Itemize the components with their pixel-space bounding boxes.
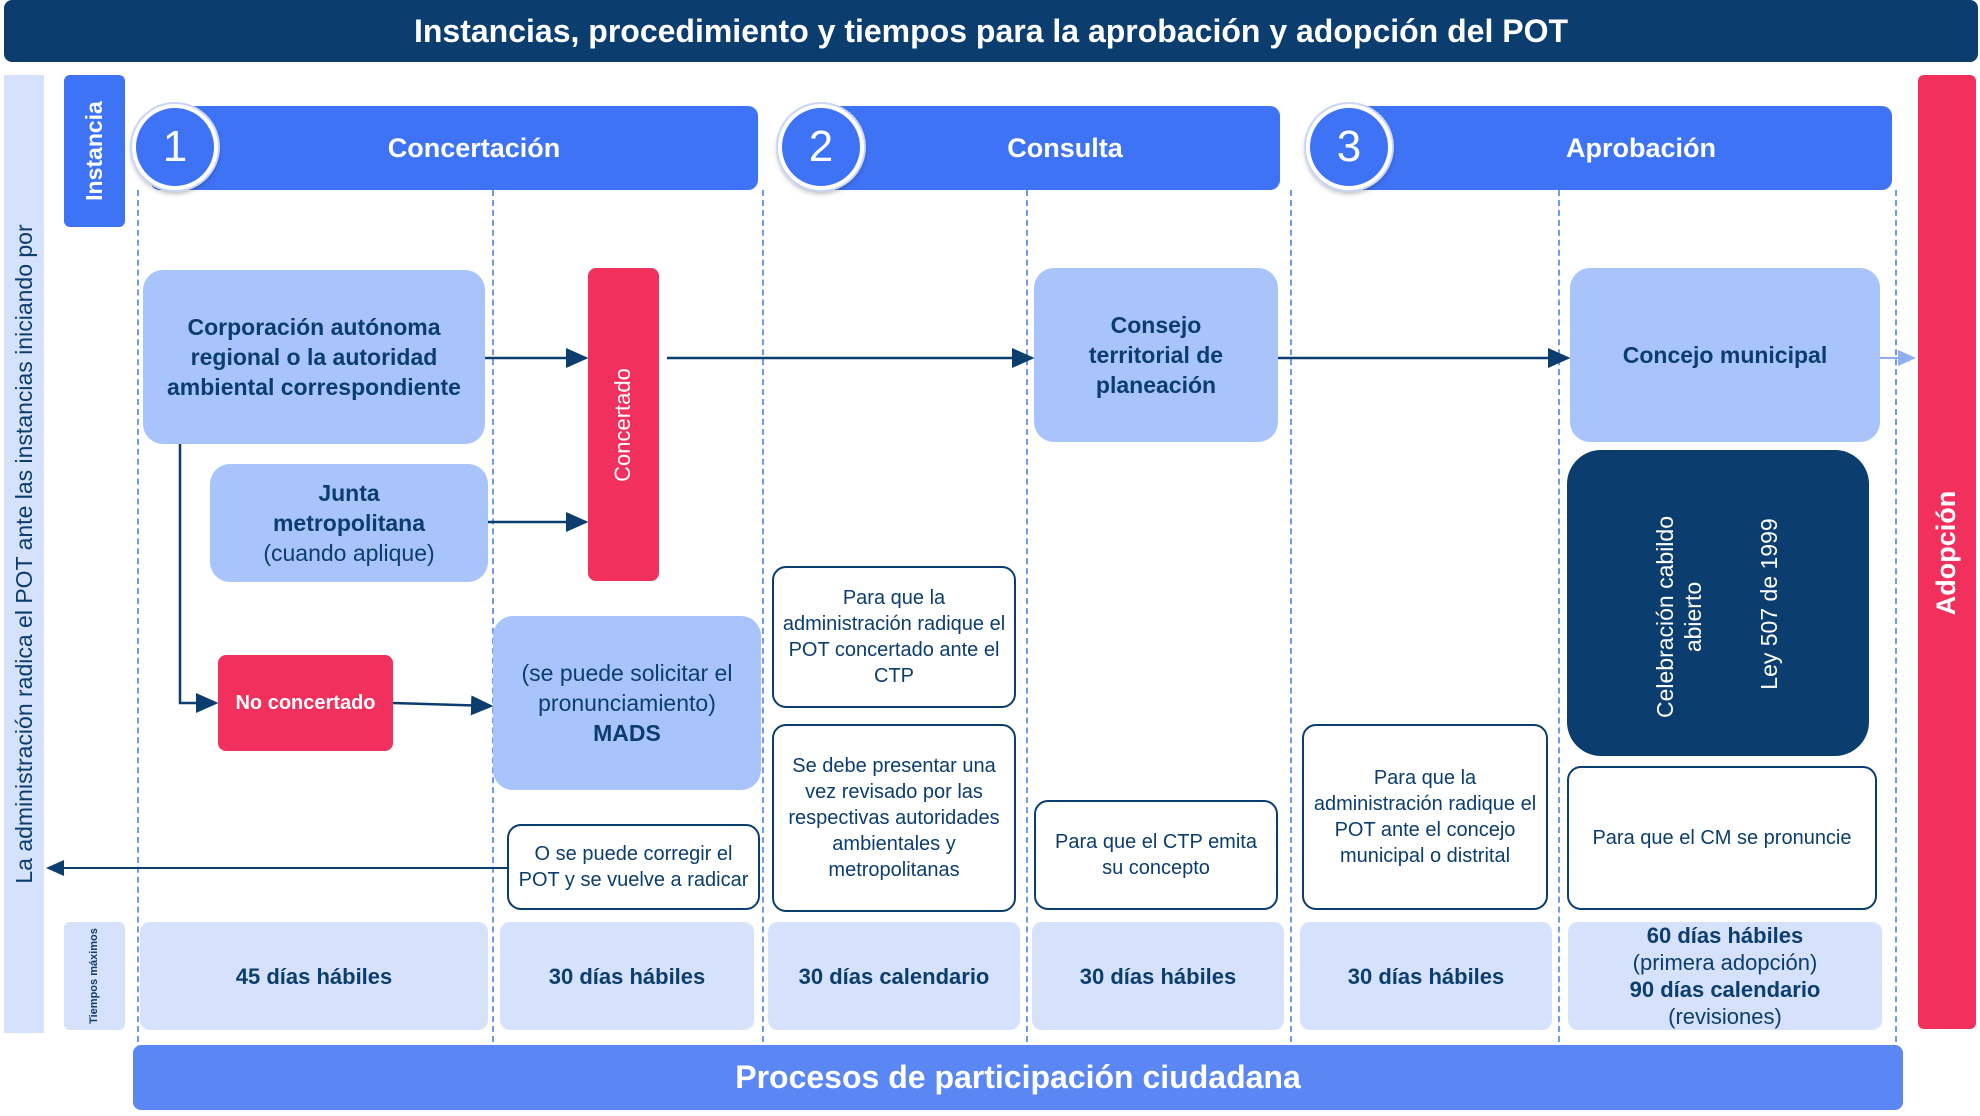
tiempo-6-note: (primera adopción) — [1632, 950, 1818, 975]
stage-number-2: 2 — [778, 104, 864, 190]
column-divider — [762, 190, 764, 1042]
tiempo-5: 30 días hábiles — [1300, 922, 1552, 1030]
tiempo-2: 30 días hábiles — [500, 922, 754, 1030]
column-divider — [1558, 190, 1560, 1042]
tiempo-3: 30 días calendario — [768, 922, 1020, 1030]
column-divider — [137, 190, 139, 1042]
tiempo-1: 45 días hábiles — [140, 922, 488, 1030]
cm-pronuncie-note: Para que el CM se pronuncie — [1567, 766, 1877, 910]
mads-node: (se puede solicitar el pronunciamiento) … — [493, 616, 761, 790]
concejo-node: Concejo municipal — [1570, 268, 1880, 442]
column-divider — [492, 190, 494, 1042]
junta-label: Junta metropolitana — [272, 480, 426, 536]
presentar-note: Se debe presentar una vez revisado por l… — [772, 724, 1016, 912]
stage-header-concertacion: Concertación — [150, 106, 758, 190]
stage-label: Aprobación — [1565, 132, 1716, 163]
left-band — [4, 75, 44, 1033]
concertado-node — [588, 268, 659, 581]
stage-number-1: 1 — [132, 104, 218, 190]
tiempo-6-secondary: 90 días calendario — [1629, 977, 1821, 1002]
stage-header-aprobacion: Aprobación — [1330, 106, 1892, 190]
ctp-node: Consejo territorial de planeación — [1034, 268, 1278, 442]
arrow-no-concertado-mads — [392, 695, 494, 716]
column-divider — [1290, 190, 1292, 1042]
no-concertado-node: No concertado — [218, 655, 393, 751]
stage-number-3: 3 — [1306, 104, 1392, 190]
radique-ctp-note: Para que la administración radique el PO… — [772, 566, 1016, 708]
tiempo-4: 30 días hábiles — [1032, 922, 1284, 1030]
tiempo-6: 60 días hábiles (primera adopción) 90 dí… — [1568, 922, 1882, 1030]
tiempos-tab — [64, 922, 125, 1030]
participacion-bar: Procesos de participación ciudadana — [133, 1045, 1903, 1110]
column-divider — [1026, 190, 1028, 1042]
mads-note: (se puede solicitar el pronunciamiento) — [521, 660, 733, 716]
adopcion-bar — [1918, 75, 1976, 1029]
junta-note: (cuando aplique) — [263, 540, 435, 566]
title-text: Instancias, procedimiento y tiempos para… — [413, 12, 1569, 49]
cabildo-node — [1567, 450, 1869, 756]
column-divider — [1895, 190, 1897, 1042]
stage-label: Concertación — [387, 132, 561, 163]
corregir-note: O se puede corregir el POT y se vuelve a… — [507, 824, 760, 910]
tiempo-6-note-2: (revisiones) — [1668, 1004, 1782, 1029]
radique-concejo-note: Para que la administración radique el PO… — [1302, 724, 1548, 910]
car-node: Corporación autónoma regional o la autor… — [143, 270, 485, 444]
page-title: Instancias, procedimiento y tiempos para… — [4, 0, 1978, 62]
ctp-concepto-note: Para que el CTP emita su concepto — [1034, 800, 1278, 910]
participacion-label: Procesos de participación ciudadana — [735, 1059, 1301, 1095]
tiempo-6-primary: 60 días hábiles — [1646, 923, 1804, 948]
junta-node: Junta metropolitana (cuando aplique) — [210, 464, 488, 582]
stage-header-consulta: Consulta — [800, 106, 1280, 190]
mads-label: MADS — [593, 720, 661, 746]
instancia-tab — [64, 75, 125, 227]
arrow-car-no-concertado — [178, 444, 219, 713]
stage-label: Consulta — [1007, 132, 1123, 163]
